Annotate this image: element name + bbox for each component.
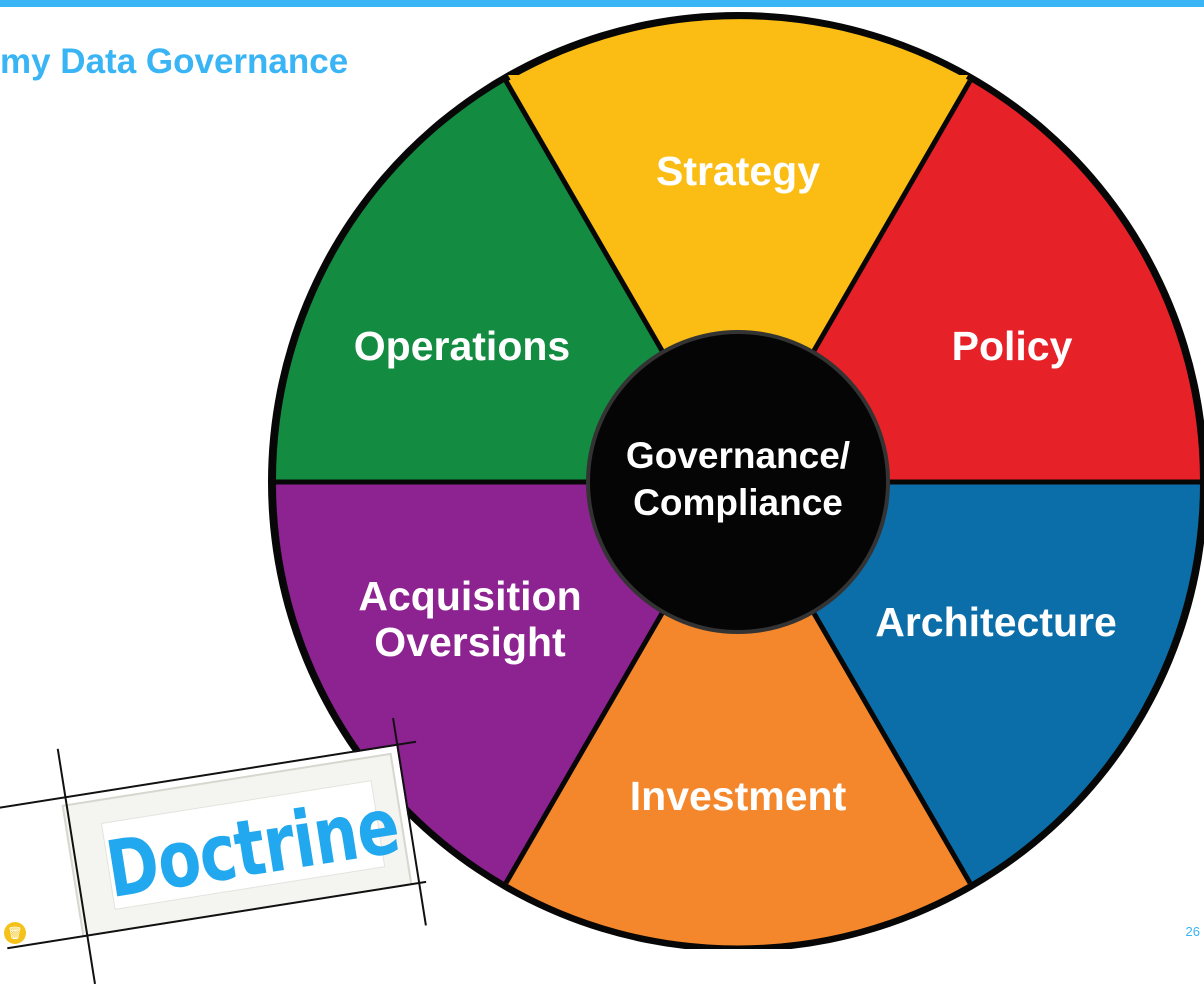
label-strategy: Strategy [656, 148, 820, 194]
label-acquisition: Acquisition [358, 573, 581, 619]
segment-strategy-arc [508, 19, 970, 483]
hub-circle [586, 330, 890, 634]
label-investment: Investment [630, 773, 847, 819]
page-number: 26 [1185, 924, 1200, 939]
segment-investment [506, 482, 970, 946]
top-accent-bar [0, 0, 1204, 7]
segment-operations [275, 81, 738, 482]
trash-icon[interactable]: 🗑 [4, 922, 26, 944]
label-operations: Operations [354, 323, 570, 369]
hub-label-compliance: Compliance [633, 482, 843, 523]
slide-title: my Data Governance [0, 42, 349, 81]
label-oversight: Oversight [374, 619, 566, 665]
governance-wheel: Strategy Policy Architecture Investment … [268, 12, 1204, 949]
hub-label-governance: Governance/ [626, 435, 850, 476]
label-policy: Policy [952, 323, 1073, 369]
segment-architecture [738, 482, 1201, 883]
label-architecture: Architecture [875, 599, 1117, 645]
segment-policy [738, 81, 1201, 482]
